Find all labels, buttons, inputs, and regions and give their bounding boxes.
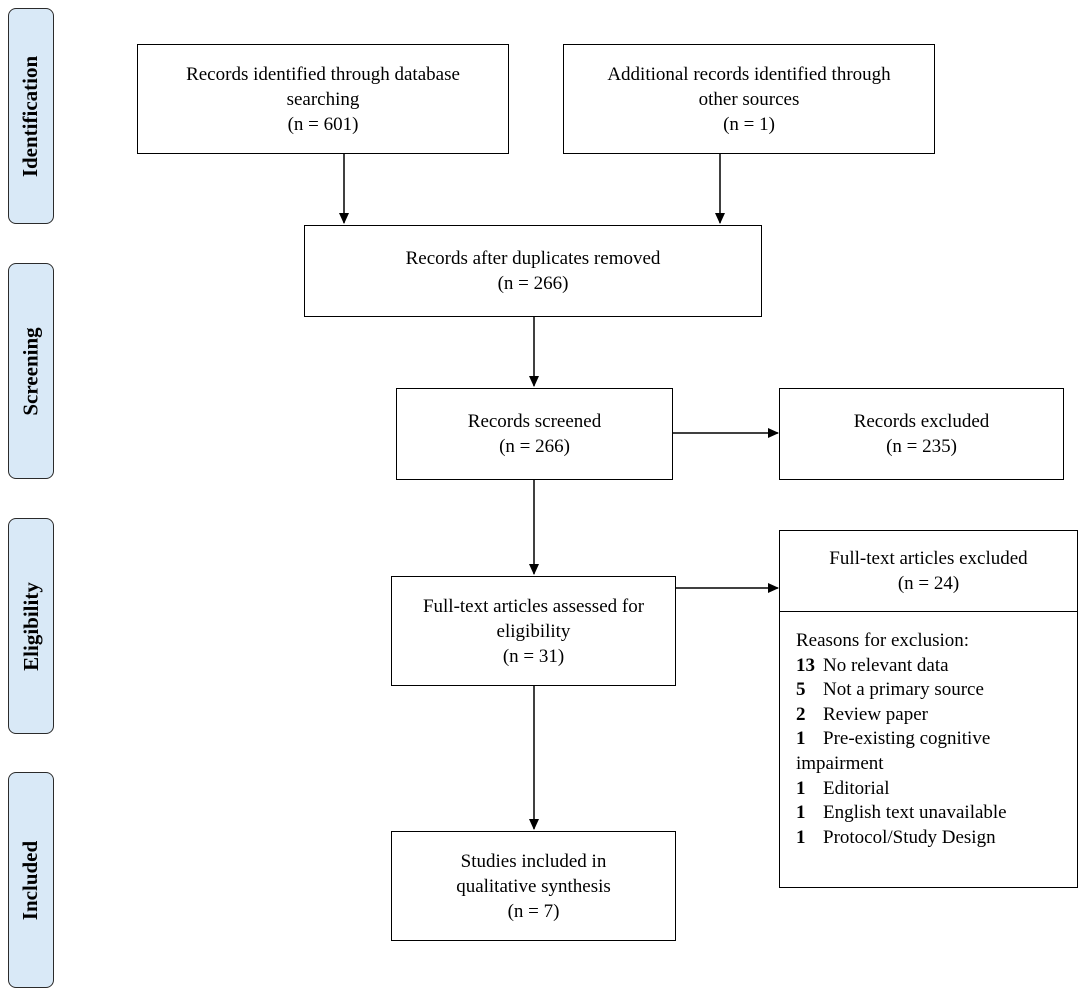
exclusion-reason-text: No relevant data [823,654,949,676]
exclusion-reason-item: 1 Protocol/Study Design [796,826,1077,851]
box-studies-included-line2: qualitative synthesis [456,875,611,897]
exclusion-reason-count: 13 [796,654,815,676]
box-fulltext-assessed: Full-text articles assessed for eligibil… [391,576,676,686]
exclusion-reasons-heading: Reasons for exclusion: [796,630,970,651]
stage-label-screening: Screening [8,263,54,479]
exclusion-reason-count: 2 [796,703,806,725]
exclusion-reason-count: 1 [796,777,806,799]
exclusion-reason-text: impairment [796,752,884,774]
box-records-screened-count: (n = 266) [499,436,570,457]
box-fulltext-excluded-count: (n = 24) [897,573,960,594]
box-duplicates-removed-line1: Records after duplicates removed [405,248,661,269]
exclusion-reason-text: Not a primary source [823,679,984,701]
exclusion-reason-text: Editorial [823,777,890,799]
exclusion-reason-item: 1 English text unavailable [796,801,1077,826]
box-fulltext-assessed-line2: eligibility [496,620,571,642]
exclusion-reason-item: 2 Review paper [796,703,1077,728]
box-studies-included: Studies included in qualitative synthesi… [391,831,676,941]
box-records-excluded: Records excluded (n = 235) [779,388,1064,480]
stage-label-included: Included [8,772,54,988]
exclusion-reason-item-continuation: impairment [796,752,1077,777]
box-records-screened: Records screened (n = 266) [396,388,673,480]
exclusion-reason-count: 1 [796,802,806,824]
box-other-sources: Additional records identified through ot… [563,44,935,154]
exclusion-reason-item: 5 Not a primary source [796,678,1077,703]
box-studies-included-count: (n = 7) [507,900,560,922]
exclusion-reason-item: 1 Pre-existing cognitive [796,727,1077,752]
box-database-records-line1: Records identified through database [186,63,460,85]
box-studies-included-line1: Studies included in [460,850,607,872]
exclusion-reason-text: Review paper [823,703,928,725]
box-database-records: Records identified through database sear… [137,44,509,154]
exclusion-reason-count: 1 [796,826,806,848]
exclusion-reason-count: 5 [796,679,806,701]
exclusion-reason-count: 1 [796,728,806,750]
exclusion-reason-item: 1 Editorial [796,777,1077,802]
box-other-sources-line2: other sources [698,88,800,110]
exclusion-reason-text: Pre-existing cognitive [823,728,991,750]
box-database-records-count: (n = 601) [287,113,359,135]
box-records-screened-line1: Records screened [467,411,602,432]
box-fulltext-excluded-line1: Full-text articles excluded [829,548,1028,569]
box-fulltext-assessed-line1: Full-text articles assessed for [422,595,645,617]
exclusion-reason-text: Protocol/Study Design [823,826,996,848]
box-records-excluded-count: (n = 235) [886,436,957,457]
box-other-sources-line1: Additional records identified through [607,63,891,85]
box-fulltext-assessed-count: (n = 31) [502,645,565,667]
box-exclusion-reasons: Reasons for exclusion: 13 No relevant da… [779,611,1078,888]
stage-label-eligibility: Eligibility [8,518,54,734]
stage-label-identification: Identification [8,8,54,224]
box-records-excluded-line1: Records excluded [853,411,990,432]
box-other-sources-count: (n = 1) [723,113,775,135]
box-database-records-line2: searching [286,88,360,110]
exclusion-reason-text: English text unavailable [823,802,1007,824]
exclusion-reason-item: 13 No relevant data [796,654,1077,679]
box-duplicates-removed: Records after duplicates removed (n = 26… [304,225,762,317]
box-duplicates-removed-count: (n = 266) [497,273,569,294]
box-fulltext-excluded: Full-text articles excluded (n = 24) [779,530,1078,612]
